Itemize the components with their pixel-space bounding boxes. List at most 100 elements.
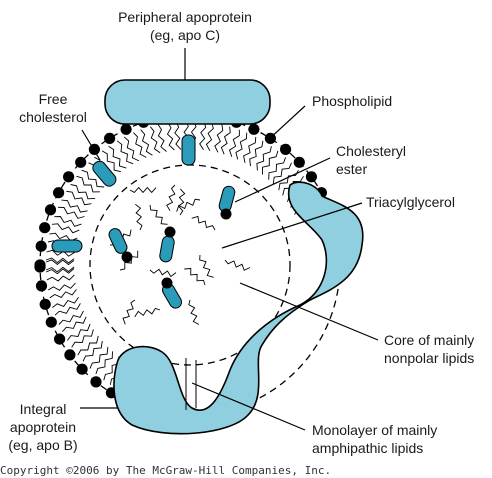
- phospholipid-tail: [67, 323, 91, 341]
- copyright-notice: Copyright ©2006 by The McGraw-Hill Compa…: [0, 464, 331, 477]
- phospholipid-head: [120, 123, 132, 135]
- triacylglycerol-tail: [188, 299, 200, 325]
- phospholipid-head: [76, 363, 88, 375]
- leader-core: [239, 282, 379, 341]
- label-peripheral-apoprotein: Peripheral apoprotein: [118, 9, 252, 25]
- integral-apoprotein: [113, 181, 364, 435]
- phospholipid-head: [35, 280, 48, 292]
- label-free-cholesterol: Free: [39, 91, 68, 107]
- phospholipid-tail: [45, 266, 75, 273]
- phospholipid-tail: [123, 136, 140, 162]
- phospholipid-tail: [89, 346, 109, 369]
- label-cholesteryl-ester-2: ester: [336, 161, 367, 177]
- phospholipid-head: [293, 156, 305, 168]
- phospholipid-tail: [214, 124, 224, 153]
- phospholipid-tail: [256, 146, 272, 171]
- cholesteryl-ester-3: [159, 226, 176, 263]
- phospholipid-tail: [228, 129, 240, 157]
- label-phospholipid: Phospholipid: [312, 93, 392, 109]
- triacylglycerol-tail: [149, 268, 177, 278]
- phospholipid-head: [88, 143, 100, 155]
- triacylglycerol-tail: [119, 250, 139, 271]
- phospholipid-head: [39, 222, 51, 234]
- phospholipid-tail: [47, 282, 76, 291]
- label-core-2: nonpolar lipids: [384, 350, 474, 366]
- free-cholesterol-left: [92, 160, 117, 187]
- phospholipid-tail: [95, 351, 113, 375]
- cholesteryl-ester-2: [108, 228, 133, 263]
- free-cholesterol-molecules: [51, 134, 196, 253]
- phospholipid-head: [104, 132, 116, 144]
- leader-phospholipid: [267, 105, 306, 141]
- phospholipid-tail: [278, 169, 299, 191]
- label-integral-apoprotein-2: apoprotein: [10, 419, 76, 435]
- phospholipid-tail: [243, 136, 257, 163]
- phospholipid-head: [248, 123, 260, 135]
- triacylglycerol-tail: [129, 186, 157, 194]
- phospholipid-tail: [51, 223, 80, 234]
- phospholipid-head: [54, 333, 66, 345]
- phospholipid-tail: [46, 249, 76, 257]
- leader-monolayer: [191, 382, 306, 431]
- label-monolayer: Monolayer of mainly: [312, 422, 437, 438]
- phospholipid-head: [305, 171, 317, 183]
- label-peripheral-apoprotein-example: (eg, apo C): [150, 27, 220, 43]
- phospholipid-tail: [57, 206, 85, 219]
- triacylglycerol-tail: [134, 307, 161, 318]
- phospholipid-tail: [262, 150, 279, 175]
- label-cholesteryl-ester: Cholesteryl: [336, 143, 406, 159]
- triacylglycerol-tail: [122, 299, 136, 325]
- phospholipid-head: [75, 156, 87, 168]
- phospholipid-tail: [49, 289, 77, 299]
- phospholipid-tail: [66, 190, 92, 206]
- phospholipid-tail: [108, 145, 127, 169]
- phospholipid-tail: [132, 132, 147, 158]
- peripheral-apoprotein: [104, 79, 271, 125]
- label-integral-apoprotein: Integral: [20, 401, 67, 417]
- phospholipid-tail: [45, 259, 75, 266]
- phospholipid-head: [45, 316, 57, 328]
- phospholipid-tail: [58, 310, 84, 325]
- phospholipid-tail: [54, 303, 81, 316]
- phospholipid-tail: [166, 122, 175, 151]
- phospholipid-head: [64, 349, 76, 361]
- phospholipid-tail: [272, 162, 292, 185]
- label-integral-apoprotein-example: (eg, apo B): [8, 437, 77, 453]
- cholesteryl-ester-4: [161, 277, 182, 309]
- leader-free-cholesterol: [81, 129, 101, 161]
- label-core: Core of mainly: [384, 332, 474, 348]
- cholesteryl-ester-1: [218, 185, 236, 220]
- phospholipid-head: [39, 298, 51, 310]
- triacylglycerol-tail: [166, 184, 176, 211]
- phospholipid-tail: [61, 199, 88, 213]
- triacylglycerol-tail: [135, 203, 143, 231]
- phospholipid-head: [35, 240, 47, 252]
- phospholipid-tail: [140, 129, 153, 156]
- phospholipid-tail: [71, 329, 94, 348]
- triacylglycerol-tail: [199, 254, 214, 278]
- phospholipid-tail: [268, 157, 287, 180]
- phospholipid-tail: [77, 335, 99, 356]
- phospholipid-tail: [235, 132, 248, 160]
- leader-lines: [80, 48, 379, 431]
- phospholipid-tail: [45, 257, 75, 264]
- phospholipid-tail: [46, 274, 75, 282]
- phospholipid-tail: [101, 150, 122, 173]
- phospholipid-tail: [199, 121, 207, 150]
- free-cholesterol-top: [181, 134, 196, 166]
- phospholipid-tail: [46, 268, 75, 275]
- phospholipid-tail: [81, 169, 105, 188]
- phospholipid-tail: [52, 296, 79, 308]
- cholesteryl-ester-molecules: [108, 185, 236, 309]
- phospholipid-head: [53, 187, 65, 199]
- phospholipid-monolayer: [34, 109, 327, 419]
- core-lipid-tails: [109, 184, 251, 325]
- phospholipid-tail: [54, 216, 82, 227]
- phospholipid-tail: [174, 121, 182, 150]
- leader-triacylglycerol: [221, 202, 363, 249]
- phospholipid-tail: [76, 175, 100, 193]
- phospholipid-tail: [82, 340, 103, 362]
- phospholipid-head: [34, 261, 46, 273]
- triacylglycerol-tail: [184, 268, 206, 286]
